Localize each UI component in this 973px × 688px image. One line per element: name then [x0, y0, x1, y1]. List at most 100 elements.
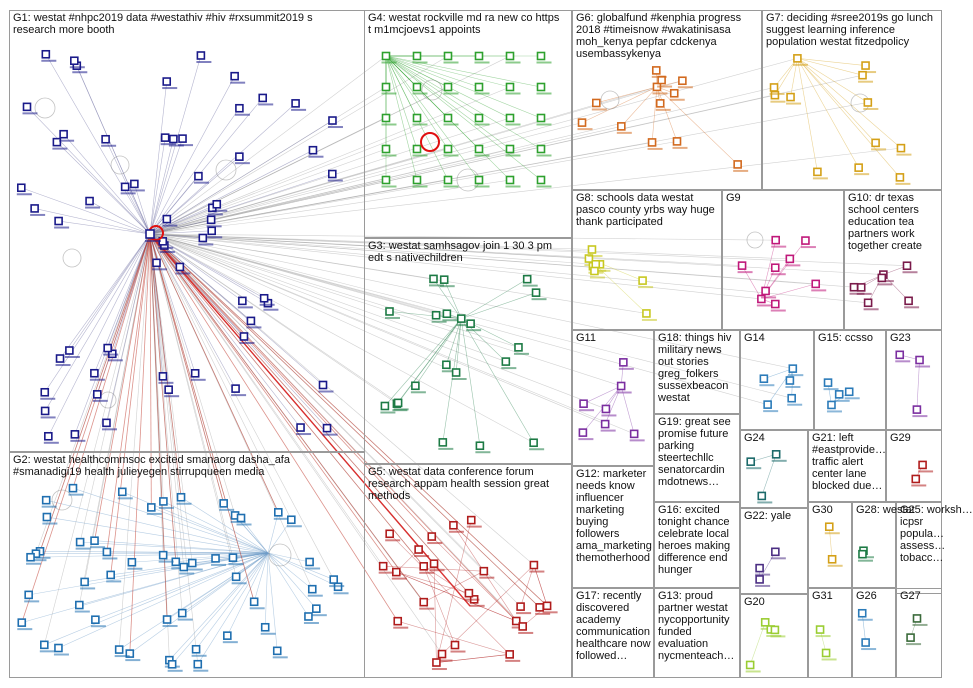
node-g1[interactable] — [212, 199, 222, 209]
node-g5[interactable] — [429, 559, 439, 568]
node-g2[interactable] — [125, 649, 135, 658]
node-g4[interactable] — [443, 113, 453, 123]
node-g8[interactable] — [642, 309, 651, 318]
node-g1[interactable] — [230, 71, 239, 81]
node-g9[interactable] — [737, 261, 747, 270]
node-g1[interactable] — [308, 145, 318, 155]
node-g2[interactable] — [193, 659, 203, 669]
node-g4[interactable] — [536, 51, 546, 61]
node-g2[interactable] — [158, 550, 168, 560]
node-g27[interactable] — [912, 614, 922, 623]
node-g24[interactable] — [757, 491, 767, 501]
node-g2[interactable] — [176, 492, 186, 502]
node-g5[interactable] — [378, 561, 388, 571]
node-g2[interactable] — [162, 615, 172, 624]
node-g1[interactable] — [70, 430, 80, 439]
node-g10[interactable] — [863, 298, 873, 308]
node-g5[interactable] — [432, 658, 441, 667]
node-g5[interactable] — [518, 622, 527, 631]
node-g31[interactable] — [815, 625, 825, 634]
node-g3[interactable] — [475, 441, 485, 451]
node-g31[interactable] — [821, 648, 831, 658]
node-g29[interactable] — [918, 460, 927, 470]
node-g6[interactable] — [672, 137, 682, 146]
node-g5[interactable] — [427, 532, 437, 541]
node-g1[interactable] — [162, 77, 172, 86]
node-g2[interactable] — [26, 552, 35, 562]
node-g24[interactable] — [771, 450, 781, 459]
node-g2[interactable] — [260, 622, 270, 632]
node-g20[interactable] — [770, 625, 780, 635]
node-g1[interactable] — [52, 137, 62, 147]
node-g1[interactable] — [231, 384, 240, 393]
node-g1[interactable] — [206, 215, 216, 225]
node-g5[interactable] — [542, 601, 552, 611]
node-g2[interactable] — [179, 562, 189, 572]
node-g1[interactable] — [238, 296, 247, 306]
node-g3[interactable] — [466, 319, 475, 328]
node-g1[interactable] — [130, 179, 139, 189]
node-g4[interactable] — [536, 144, 546, 154]
node-g28[interactable] — [858, 549, 867, 559]
node-g7[interactable] — [854, 163, 863, 172]
node-g5[interactable] — [437, 649, 447, 659]
node-g1[interactable] — [258, 93, 268, 103]
node-g1[interactable] — [318, 380, 328, 390]
node-g3[interactable] — [439, 275, 449, 284]
node-g3[interactable] — [501, 357, 511, 366]
node-g7[interactable] — [861, 61, 870, 70]
node-g4[interactable] — [505, 82, 515, 92]
node-g1[interactable] — [103, 343, 112, 353]
node-g11[interactable] — [579, 399, 588, 408]
node-g2[interactable] — [228, 553, 238, 562]
node-g9[interactable] — [811, 279, 821, 289]
node-g1[interactable] — [40, 387, 50, 397]
node-g1[interactable] — [194, 171, 203, 181]
node-g9[interactable] — [757, 294, 766, 304]
node-g1[interactable] — [259, 293, 269, 303]
node-g5[interactable] — [449, 520, 458, 530]
node-g2[interactable] — [211, 554, 220, 563]
node-g29[interactable] — [911, 474, 921, 484]
node-g3[interactable] — [442, 360, 451, 370]
node-g2[interactable] — [287, 515, 296, 525]
node-g1[interactable] — [196, 51, 206, 60]
node-g1[interactable] — [65, 346, 74, 355]
node-g8[interactable] — [638, 276, 647, 285]
node-g10[interactable] — [877, 273, 887, 283]
node-g2[interactable] — [159, 497, 168, 506]
node-g1[interactable] — [235, 152, 244, 161]
node-g1[interactable] — [207, 226, 216, 236]
node-g14[interactable] — [787, 393, 796, 403]
node-g1[interactable] — [41, 49, 51, 59]
node-g11[interactable] — [616, 381, 626, 391]
node-g10[interactable] — [902, 261, 912, 271]
node-g3[interactable] — [529, 438, 538, 448]
node-g7[interactable] — [895, 173, 905, 182]
node-g7[interactable] — [769, 83, 779, 92]
node-g5[interactable] — [464, 588, 474, 598]
node-g1[interactable] — [291, 99, 300, 108]
node-g26[interactable] — [861, 638, 870, 647]
node-g2[interactable] — [24, 590, 33, 600]
node-g9[interactable] — [801, 236, 810, 245]
node-g4[interactable] — [536, 82, 546, 92]
node-g2[interactable] — [54, 643, 63, 653]
node-g4[interactable] — [474, 51, 484, 61]
node-g4[interactable] — [412, 144, 422, 154]
node-g9[interactable] — [770, 299, 780, 309]
node-g2[interactable] — [304, 612, 313, 621]
node-g1-hub[interactable] — [145, 229, 155, 239]
node-g2[interactable] — [249, 597, 259, 607]
node-g1[interactable] — [70, 56, 79, 66]
node-g5[interactable] — [505, 650, 514, 659]
node-g1[interactable] — [54, 216, 63, 226]
node-g4[interactable] — [381, 144, 391, 154]
node-g2[interactable] — [42, 512, 52, 522]
node-g20[interactable] — [760, 618, 770, 627]
node-g30[interactable] — [827, 554, 837, 564]
node-g2[interactable] — [231, 572, 241, 582]
node-g4[interactable] — [505, 144, 515, 154]
node-g1[interactable] — [16, 183, 26, 193]
node-g4[interactable] — [474, 113, 484, 123]
